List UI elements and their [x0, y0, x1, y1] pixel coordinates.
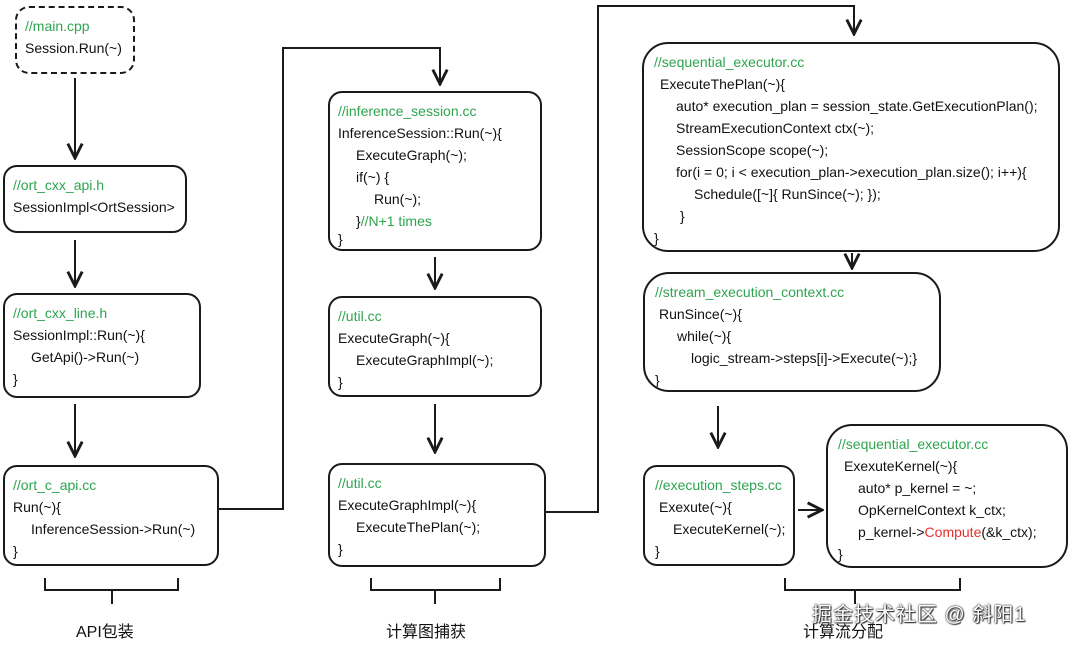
box-ort-c-api-code: InferenceSession->Run(~) [31, 521, 196, 537]
box-ort-c-api-comment: //ort_c_api.cc [13, 477, 97, 493]
box-seq-exec-1-code: } [680, 208, 685, 224]
box-exec-steps-code: ExecuteKernel(~); [673, 521, 786, 537]
box-stream-context-code: logic_stream->steps[i]->Execute(~);} [691, 350, 918, 366]
box-inference-session-code: } [338, 231, 343, 247]
box-stream-context-code: RunSince(~){ [659, 306, 742, 322]
box-ort-cxx-api-line: SessionImpl<OrtSession> [13, 199, 175, 215]
watermark-text: 掘金技术社区 @ 斜阳1 [812, 604, 1027, 626]
box-execution-steps: //execution_steps.cc Exexute(~){ Execute… [643, 465, 795, 566]
box-inference-session: //inference_session.cc InferenceSession:… [328, 91, 542, 251]
box-stream-context-comment: //stream_execution_context.cc [655, 284, 845, 300]
box-inference-session-code: InferenceSession::Run(~){ [338, 125, 502, 141]
box-main-comment: //main.cpp [25, 18, 90, 34]
compute-call: Compute [924, 524, 982, 540]
box-inference-session-code: Run(~); [374, 191, 422, 207]
box-seq-exec-2-code: auto* p_kernel = ~; [858, 480, 977, 496]
bracket-stream [784, 578, 961, 604]
box-util-1-code: ExecuteGraphImpl(~); [356, 352, 494, 368]
box-sequential-executor-plan: //sequential_executor.cc ExecuteThePlan(… [642, 42, 1060, 252]
box-seq-exec-2-code: OpKernelContext k_ctx; [858, 502, 1006, 518]
box-inference-session-code: ExecuteGraph(~); [356, 147, 467, 163]
box-exec-steps-comment: //execution_steps.cc [655, 477, 782, 493]
arrow-util2-to-sequential-executor [546, 5, 854, 513]
box-seq-exec-1-code: ExecuteThePlan(~){ [660, 76, 785, 92]
box-ort-c-api-code: } [13, 543, 18, 559]
box-ort-cxx-line-code: SessionImpl::Run(~){ [13, 327, 145, 343]
box-seq-exec-1-code: Schedule([~]{ RunSince(~); }); [694, 186, 881, 202]
box-ort-c-api: //ort_c_api.cc Run(~){ InferenceSession-… [3, 465, 219, 566]
box-seq-exec-2-code: ExexuteKernel(~){ [844, 458, 958, 474]
box-util-2-code: } [338, 541, 343, 557]
box-seq-exec-2-prefix: p_kernel-> [858, 524, 925, 540]
box-seq-exec-1-code: for(i = 0; i < execution_plan->execution… [676, 164, 1027, 180]
box-util-2-code: ExecuteThePlan(~); [356, 519, 481, 535]
box-inference-session-loop-comment: //N+1 times [360, 213, 432, 229]
box-stream-context-code: } [655, 372, 660, 388]
box-ort-cxx-line-code: GetApi()->Run(~) [31, 349, 140, 365]
box-seq-exec-2-suffix: (&k_ctx); [981, 524, 1037, 540]
box-stream-execution-context: //stream_execution_context.cc RunSince(~… [643, 272, 941, 392]
label-api-wrapping: API包装 [76, 624, 134, 641]
box-exec-steps-code: Exexute(~){ [659, 499, 732, 515]
box-seq-exec-1-code: StreamExecutionContext ctx(~); [676, 120, 875, 136]
box-ort-cxx-line: //ort_cxx_line.h SessionImpl::Run(~){ Ge… [3, 293, 201, 398]
box-ort-cxx-api: //ort_cxx_api.h SessionImpl<OrtSession> [3, 165, 187, 233]
box-inference-session-loop-end: }//N+1 times [338, 210, 532, 232]
box-util-execute-graph-impl: //util.cc ExecuteGraphImpl(~){ ExecuteTh… [328, 463, 546, 567]
box-util-1-code: ExecuteGraph(~){ [338, 330, 450, 346]
box-seq-exec-2-code: } [838, 546, 843, 562]
box-ort-cxx-api-comment: //ort_cxx_api.h [13, 177, 105, 193]
box-ort-cxx-line-comment: //ort_cxx_line.h [13, 305, 108, 321]
label-graph-capture: 计算图捕获 [386, 624, 467, 641]
box-seq-exec-1-code: } [654, 230, 659, 246]
box-inference-session-brace: } [356, 213, 361, 229]
box-ort-cxx-line-code: } [13, 371, 18, 387]
box-seq-exec-2-compute-line: p_kernel->Compute(&k_ctx); [838, 521, 1058, 543]
box-inference-session-code: if(~) { [356, 169, 390, 185]
box-seq-exec-2-comment: //sequential_executor.cc [838, 436, 989, 452]
box-seq-exec-1-comment: //sequential_executor.cc [654, 54, 805, 70]
box-seq-exec-1-code: auto* execution_plan = session_state.Get… [676, 98, 1038, 114]
box-util-2-comment: //util.cc [338, 475, 382, 491]
box-stream-context-code: while(~){ [677, 328, 732, 344]
bracket-graph [370, 578, 501, 604]
label-stream-allocation: 计算流分配 [803, 624, 884, 641]
box-sequential-executor-kernel: //sequential_executor.cc ExexuteKernel(~… [826, 424, 1068, 568]
box-util-2-code: ExecuteGraphImpl(~){ [338, 497, 477, 513]
box-util-1-code: } [338, 374, 343, 390]
box-exec-steps-code: } [655, 543, 660, 559]
box-seq-exec-1-code: SessionScope scope(~); [676, 142, 829, 158]
bracket-api [44, 578, 179, 604]
arrow-c-api-to-inference-session [219, 47, 440, 510]
box-main-cpp: //main.cpp Session.Run(~) [15, 6, 135, 74]
box-util-execute-graph: //util.cc ExecuteGraph(~){ ExecuteGraphI… [328, 296, 542, 397]
box-main-line: Session.Run(~) [25, 40, 122, 56]
box-ort-c-api-code: Run(~){ [13, 499, 61, 515]
box-inference-session-comment: //inference_session.cc [338, 103, 477, 119]
box-util-1-comment: //util.cc [338, 308, 382, 324]
